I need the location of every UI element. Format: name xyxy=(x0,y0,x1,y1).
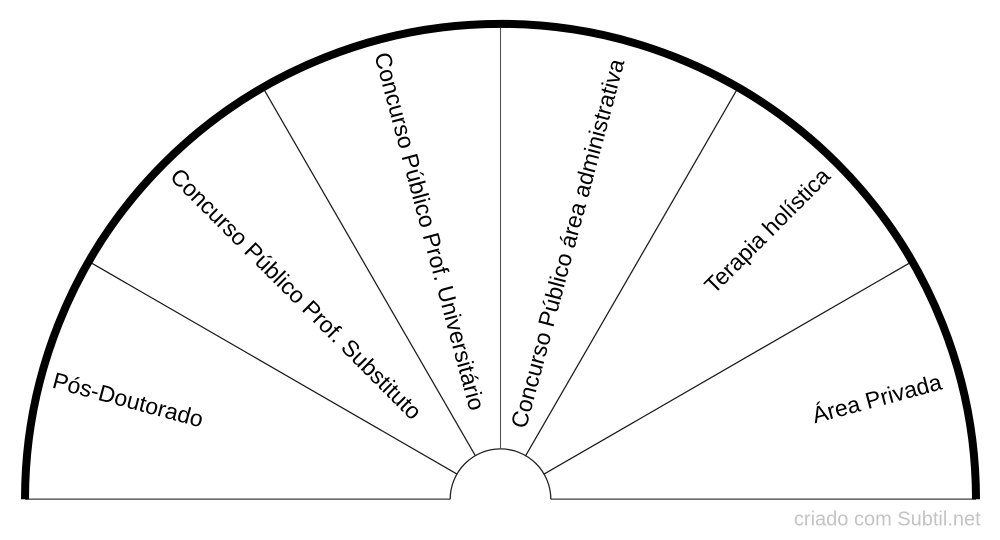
svg-text:criado com Subtil.net: criado com Subtil.net xyxy=(794,509,981,531)
svg-text:Concurso Público Prof. Substit: Concurso Público Prof. Substituto xyxy=(165,163,427,425)
svg-text:Concurso Público Prof. Univers: Concurso Público Prof. Universitário xyxy=(369,49,490,413)
svg-text:Pós-Doutorado: Pós-Doutorado xyxy=(50,367,206,432)
svg-text:Terapia holística: Terapia holística xyxy=(699,162,835,298)
svg-text:Área Privada: Área Privada xyxy=(809,369,944,429)
svg-text:Concurso Público área administ: Concurso Público área administrativa xyxy=(506,56,630,431)
